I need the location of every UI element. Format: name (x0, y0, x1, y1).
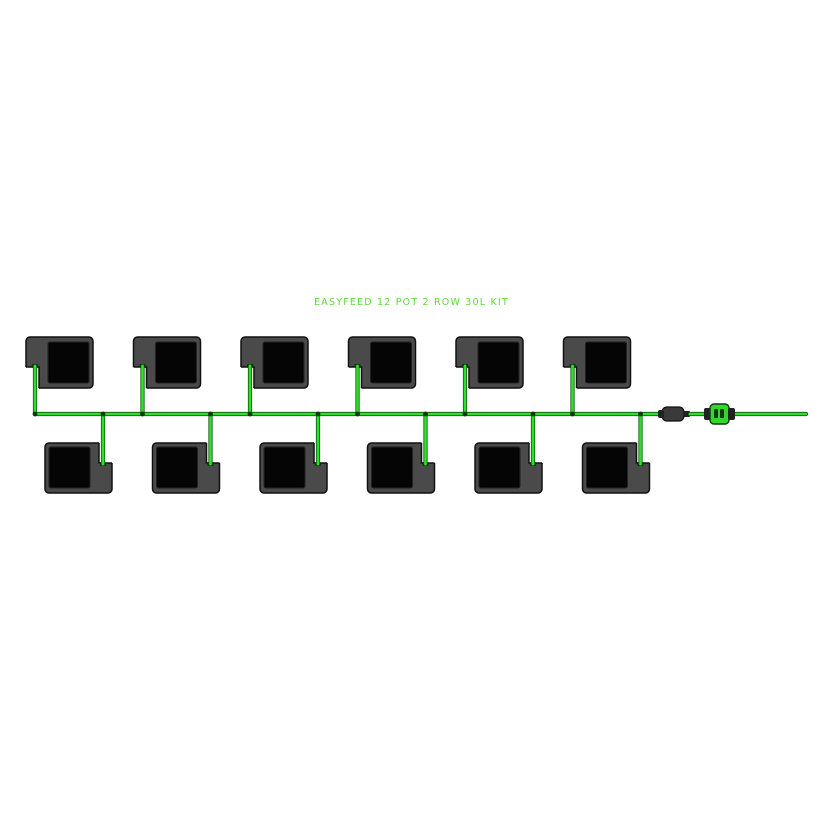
pot-well (477, 341, 520, 384)
pot-well (263, 446, 306, 489)
tee-joint (355, 411, 360, 417)
tee-joint (423, 411, 428, 417)
pot-well (155, 341, 197, 384)
valve-nut-right (728, 408, 735, 420)
pot-well (262, 341, 305, 384)
tee-joint (208, 411, 213, 417)
valve-lever-a (714, 409, 718, 418)
pot-notch-edge (98, 443, 112, 464)
pot-notch-edge (635, 443, 650, 464)
pot-well (48, 446, 91, 489)
connector-end (684, 411, 690, 417)
tee-joint (315, 411, 321, 417)
pot-bottom-1 (44, 442, 113, 494)
connector-cap (658, 410, 664, 418)
pot-notch-edge (133, 366, 148, 388)
valve-lever-b (720, 409, 724, 418)
tee-joint (570, 411, 575, 417)
pot-bottom-4 (366, 442, 436, 494)
pot-top-4 (347, 336, 417, 389)
pot-well (585, 341, 627, 384)
pot-bottom-2 (151, 442, 221, 494)
pot-top-2 (132, 336, 202, 389)
pot-well (47, 341, 90, 384)
pot-notch-edge (26, 366, 40, 388)
pot-well (371, 446, 413, 489)
pot-notch-edge (313, 443, 327, 464)
pot-well (478, 446, 521, 489)
tee-joint (100, 411, 106, 417)
pot-notch-edge (456, 366, 470, 388)
connector-body (661, 406, 685, 422)
valve-icon (704, 403, 735, 425)
connector-icon (658, 406, 690, 422)
pot-well (156, 446, 198, 489)
valve-nut-left (704, 408, 711, 420)
tee-joint (247, 411, 253, 417)
tee-joint (462, 411, 468, 417)
pot-notch-edge (420, 443, 435, 464)
tee-joint (140, 411, 145, 417)
diagram-title: EASYFEED 12 POT 2 ROW 30L KIT (314, 297, 509, 308)
pot-well (586, 446, 628, 489)
pot-top-3 (240, 336, 309, 389)
pot-notch-edge (563, 366, 578, 388)
pot-top-5 (455, 336, 524, 389)
pot-notch-edge (205, 443, 220, 464)
valve-body (709, 403, 730, 425)
tee-joint (530, 411, 536, 417)
pot-well (370, 341, 412, 384)
pot-top-6 (562, 336, 632, 389)
pot-notch-edge (528, 443, 542, 464)
tee-joint (32, 411, 38, 417)
pot-notch-edge (348, 366, 363, 388)
tee-joint (638, 411, 643, 417)
pot-notch-edge (241, 366, 255, 388)
